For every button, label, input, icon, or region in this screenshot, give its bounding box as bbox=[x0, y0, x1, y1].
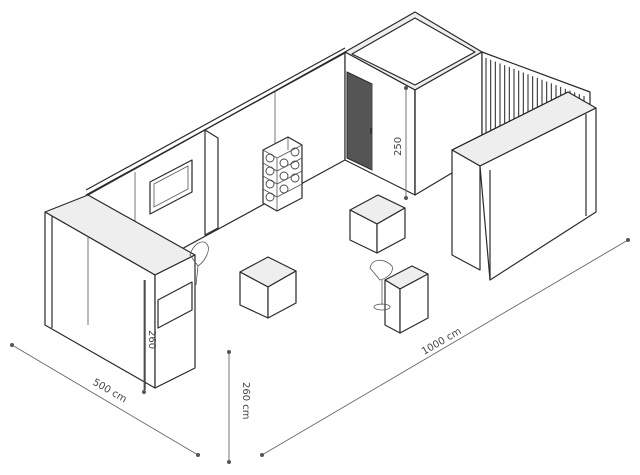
counter-monitor bbox=[157, 281, 193, 329]
dimension-height: 260 cm bbox=[227, 350, 251, 464]
right-wall-counter bbox=[451, 91, 597, 281]
cube-seat-back bbox=[349, 194, 406, 254]
front-wall-height-label: 260 bbox=[146, 330, 157, 349]
height-label: 260 cm bbox=[240, 382, 251, 420]
cube-seat-front bbox=[239, 256, 297, 319]
tv-screen bbox=[149, 159, 193, 215]
dimension-back-wall-height: 250 bbox=[393, 86, 408, 200]
length-label: 1000 cm bbox=[420, 326, 463, 357]
shelf-unit bbox=[262, 136, 303, 212]
door-handle bbox=[370, 128, 372, 134]
dimension-front-wall-height: 260 bbox=[142, 280, 157, 394]
left-chair bbox=[189, 241, 209, 286]
info-counter bbox=[384, 265, 429, 334]
back-wall-height-label: 250 bbox=[393, 137, 404, 156]
dimension-length: 1000 cm bbox=[260, 238, 630, 457]
counter-chair bbox=[369, 259, 393, 311]
width-label: 500 cm bbox=[91, 377, 129, 405]
